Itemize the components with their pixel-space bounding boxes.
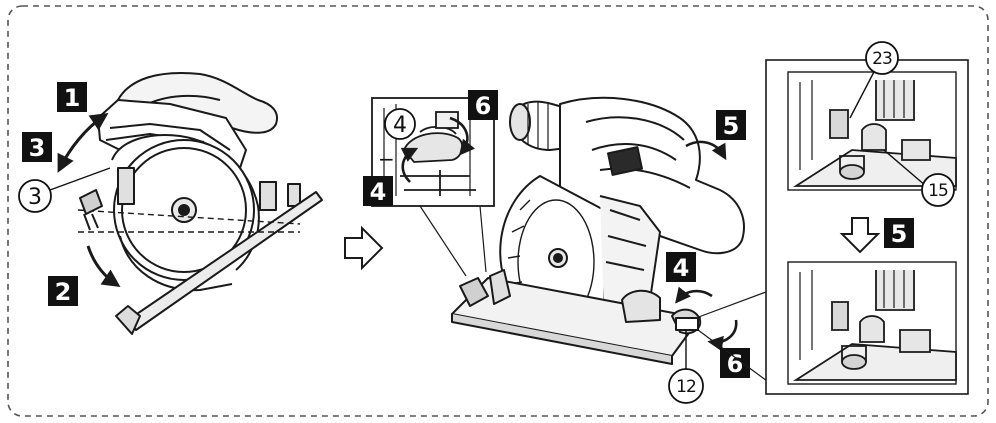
svg-text:12: 12 xyxy=(676,377,696,397)
svg-text:5: 5 xyxy=(891,220,908,248)
curved-arrow-icon xyxy=(57,113,109,173)
down-arrow-icon xyxy=(839,217,881,254)
square-label: 3 xyxy=(22,132,52,162)
square-label: 2 xyxy=(48,276,78,306)
svg-text:4: 4 xyxy=(393,113,407,138)
svg-text:1: 1 xyxy=(64,84,81,112)
transition-arrow-icon xyxy=(344,225,384,271)
svg-text:23: 23 xyxy=(872,49,892,69)
svg-text:6: 6 xyxy=(475,92,492,120)
main-saw-illustration xyxy=(451,96,745,365)
curved-arrow-icon xyxy=(707,319,738,352)
svg-text:4: 4 xyxy=(673,254,690,282)
svg-text:15: 15 xyxy=(928,181,948,201)
top-closeup xyxy=(787,71,957,191)
square-label: 6 xyxy=(468,90,498,120)
square-label: 4 xyxy=(666,252,696,282)
square-label: 6 xyxy=(720,348,750,378)
circled-label: 3 xyxy=(18,167,111,213)
square-label: 4 xyxy=(363,176,393,206)
curved-arrow-icon xyxy=(86,245,121,287)
square-label: 1 xyxy=(57,82,87,112)
svg-text:−: − xyxy=(378,147,395,171)
circled-label: 15 xyxy=(921,173,955,207)
right-detail-panel: 23 15 5 xyxy=(765,41,969,395)
square-label: 5 xyxy=(884,218,914,248)
curved-arrow-icon xyxy=(685,140,727,161)
svg-text:5: 5 xyxy=(723,112,740,140)
left-saw-illustration xyxy=(77,72,323,335)
dashed-frame xyxy=(7,5,989,417)
bottom-closeup xyxy=(787,261,957,385)
svg-text:3: 3 xyxy=(28,185,42,210)
circled-label: 12 xyxy=(668,330,704,404)
circled-label: 23 xyxy=(865,41,899,75)
curved-arrow-icon xyxy=(675,286,713,304)
svg-text:2: 2 xyxy=(55,278,72,306)
svg-text:4: 4 xyxy=(370,178,387,206)
circled-label: 4 xyxy=(384,108,416,140)
svg-text:3: 3 xyxy=(29,134,46,162)
square-label: 5 xyxy=(716,110,746,140)
svg-text:6: 6 xyxy=(727,350,744,378)
